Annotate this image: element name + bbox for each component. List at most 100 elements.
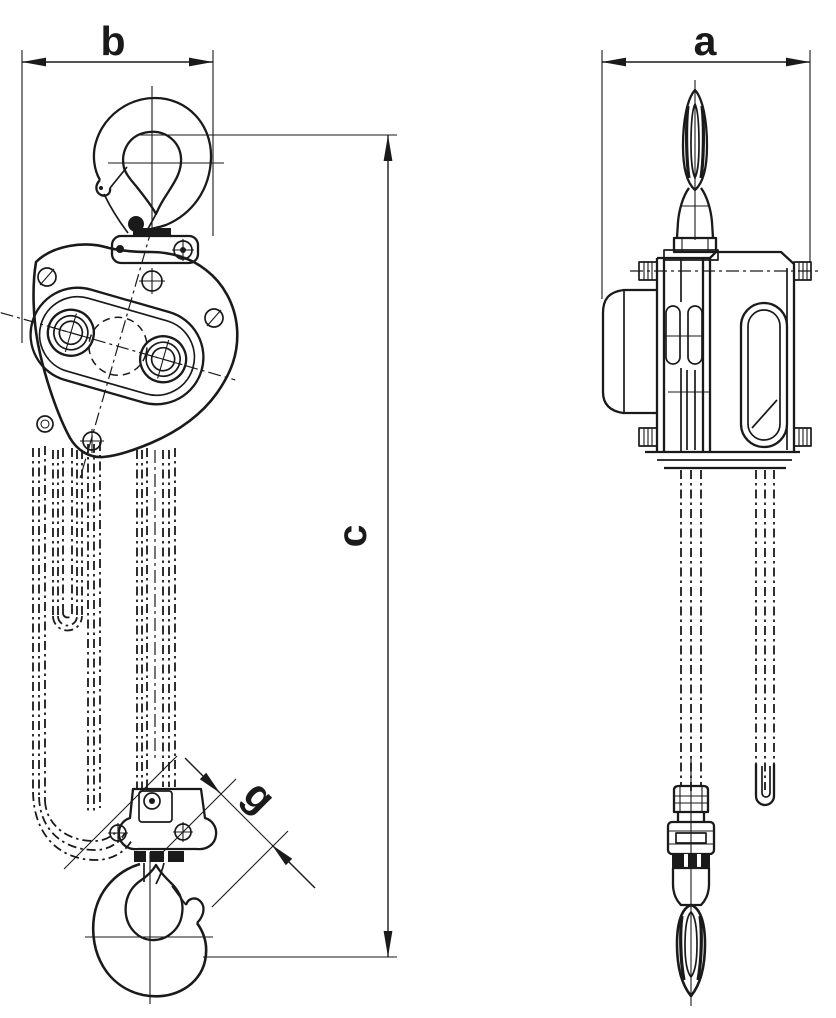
slack-loop-inner (62, 612, 73, 619)
blade-shading-right (696, 915, 703, 981)
handwheel-slot (739, 301, 789, 449)
housing-outline (32, 243, 239, 459)
side-view: a (601, 18, 820, 1006)
hook-block-window (138, 790, 173, 823)
loop-bottom-inner (44, 800, 120, 842)
block-pin-center (149, 798, 155, 804)
blade-shading-right (699, 105, 705, 179)
slack-loop-mid (57, 615, 78, 627)
top-hook-side (672, 80, 718, 254)
load-chain-strands (136, 448, 176, 790)
bolt-slash (206, 309, 222, 327)
hand-chain-strands (755, 470, 775, 790)
hook-blade (681, 88, 709, 192)
block-pin (143, 792, 161, 810)
block-nut (675, 832, 707, 844)
hook-tip (95, 179, 112, 197)
swivel-band (672, 854, 710, 868)
socket-right (700, 187, 715, 239)
center-plate (701, 258, 712, 452)
hand-chain-end-link-inner (761, 766, 771, 798)
blade-shading-left (679, 915, 686, 981)
bolt-slash (39, 268, 55, 286)
hook-tip-point (99, 186, 103, 190)
neck (676, 812, 706, 822)
hook-block (117, 787, 218, 851)
hook-blade-slot (690, 103, 700, 179)
bottom-hook-front (85, 787, 218, 1004)
hook-shank-left (103, 193, 129, 234)
hook-shank (671, 866, 711, 907)
swivel-band-slit (164, 851, 168, 862)
bolt-bore (40, 419, 50, 429)
hook-outer-outline (91, 862, 208, 998)
chain-guide-bar (665, 305, 681, 365)
dimension-label-a: a (694, 18, 718, 64)
loop-bottom-mid (38, 796, 126, 851)
arrowhead-right (189, 57, 213, 67)
dimension-c: c (140, 134, 397, 958)
housing-side (601, 249, 820, 470)
bottom-hook-side (666, 756, 716, 1006)
arrowhead-lower (272, 845, 293, 866)
cover-bolt (36, 415, 54, 433)
hook-eye (124, 863, 184, 942)
slack-loop-outer (52, 615, 83, 632)
swivel-band-slit (697, 854, 701, 868)
hand-chain-side (754, 470, 776, 807)
hook-tip (184, 897, 205, 924)
bolt-crosshair (80, 429, 104, 453)
dimension-label-g: g (235, 771, 285, 821)
hook-outer-outline (92, 96, 213, 231)
left-plate (655, 258, 666, 452)
arrowhead-upper (199, 772, 220, 793)
handwheel-slot-inner (747, 309, 781, 441)
dimension-line-mid (219, 792, 273, 846)
bracket-lines (674, 786, 708, 812)
gear-face (0, 227, 236, 480)
arrowhead-right (786, 57, 810, 67)
swivel-band-slit (146, 851, 150, 862)
bolt-crosshair (139, 268, 165, 294)
dimension-label-c: c (329, 525, 375, 548)
cover-bolt (204, 308, 224, 328)
load-chain-side (680, 470, 702, 793)
cover-bolt (37, 267, 57, 287)
arrowhead-down (383, 931, 393, 957)
hand-chain-left-strand (32, 446, 46, 801)
socket-left (675, 187, 690, 239)
hook-eye (121, 130, 183, 216)
chain-channel (686, 370, 696, 450)
hand-chain-end-link (754, 764, 776, 807)
blade-shading-left (685, 105, 691, 179)
hook-shank-right (155, 862, 165, 885)
extension-line (211, 830, 289, 908)
arrowhead-up (383, 135, 393, 161)
gear-case-profile (601, 288, 657, 415)
body-top-right-edge (709, 250, 796, 452)
arrowhead-left (602, 57, 626, 67)
bolt-threads (643, 428, 653, 446)
hook-blade-slot (684, 911, 698, 978)
hook-blade (675, 903, 707, 998)
bolt-crosshair (108, 823, 128, 843)
throat-axis-line (63, 755, 178, 870)
load-chain-front (136, 448, 176, 790)
dimension-label-b: b (100, 18, 125, 64)
extension-line (159, 778, 237, 856)
swivel-nut (672, 236, 718, 254)
swivel-clamp (133, 228, 171, 237)
link-bracket (672, 784, 710, 814)
block-lines (668, 830, 714, 845)
front-view: b c (0, 18, 397, 1004)
hand-chain-right-strand (87, 442, 101, 812)
dimension-b: b (21, 18, 214, 343)
dimension-a: a (601, 18, 811, 299)
slot-diagonal (751, 399, 778, 429)
hand-chain-front (32, 442, 133, 861)
hand-chain-slack-strands (52, 448, 83, 616)
loop-bottom-outer (32, 791, 133, 861)
swivel-band-slit (684, 854, 688, 868)
